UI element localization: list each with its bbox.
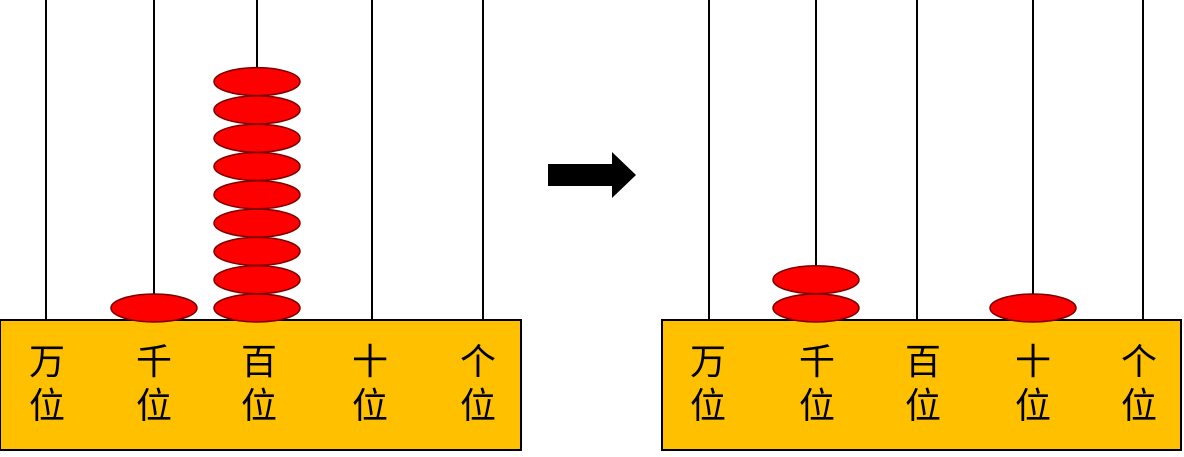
left-bead-bai — [213, 264, 301, 295]
right-place-label-ge: 个 位 — [1120, 342, 1157, 427]
left-bead-bai — [213, 236, 301, 267]
right-abacus — [661, 0, 1182, 451]
left-place-label-bai: 百 位 — [240, 342, 277, 427]
left-place-label-wan: 万 位 — [28, 342, 65, 427]
left-place-label-ge: 个 位 — [459, 342, 496, 427]
left-bead-bai — [213, 151, 301, 182]
right-abacus-base — [661, 319, 1182, 451]
left-place-label-qian: 千 位 — [135, 342, 172, 427]
left-bead-bai — [213, 95, 301, 125]
left-place-label-shi: 十 位 — [351, 342, 388, 427]
left-bead-bai — [213, 66, 301, 97]
right-bead-shi — [989, 293, 1077, 323]
right-place-label-wan: 万 位 — [689, 342, 726, 427]
right-bead-qian — [772, 293, 860, 323]
left-bead-bai — [213, 180, 301, 210]
left-bead-bai — [213, 208, 301, 238]
right-place-label-shi: 十 位 — [1014, 342, 1051, 427]
right-arrow-icon — [548, 152, 636, 198]
left-bead-qian — [110, 293, 198, 323]
left-abacus-base — [0, 319, 522, 451]
left-bead-bai — [213, 123, 301, 153]
left-bead-bai — [213, 293, 301, 323]
left-abacus — [0, 0, 522, 451]
right-place-label-bai: 百 位 — [904, 342, 941, 427]
right-bead-qian — [772, 264, 860, 295]
right-place-label-qian: 千 位 — [798, 342, 835, 427]
